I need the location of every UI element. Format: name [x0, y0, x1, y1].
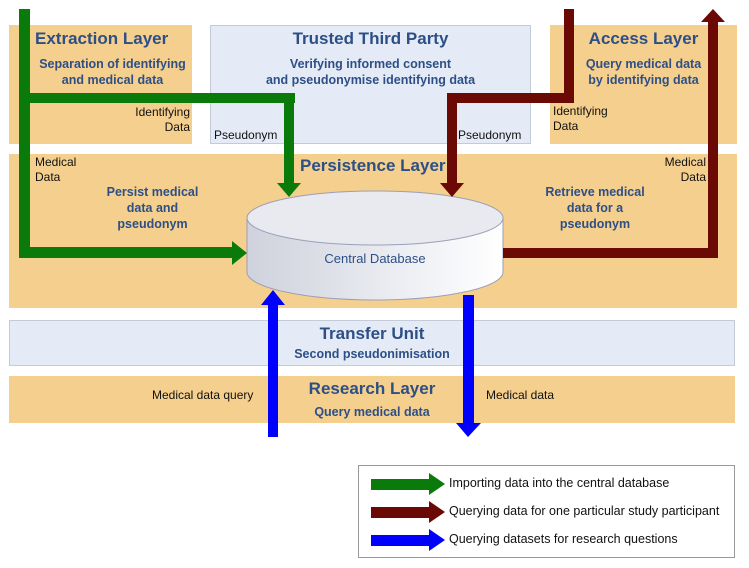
green-arrow-icon	[371, 473, 445, 495]
transfer-desc: Second pseudonimisation	[294, 347, 450, 361]
access-desc-line: Query medical data	[585, 57, 702, 71]
transfer-unit	[9, 320, 735, 366]
label-line: Identifying	[135, 105, 190, 119]
pseudonym-label-left: Pseudonym	[214, 128, 278, 142]
label-line: Medical	[664, 155, 706, 169]
medical-data-query-label: Medical data query	[152, 388, 254, 402]
access-layer	[550, 25, 737, 144]
ttp-desc-line: Verifying informed consent	[289, 57, 452, 71]
desc-line: data and	[126, 201, 179, 215]
label-line: Data	[35, 170, 61, 184]
ttp-desc-line: and pseudonymise identifying data	[265, 73, 476, 87]
legend: Importing data into the central database…	[358, 465, 735, 558]
persistence-title: Persistence Layer	[300, 156, 446, 175]
central-database-icon	[246, 190, 504, 301]
research-title: Research Layer	[308, 379, 436, 398]
label-line: Data	[164, 120, 190, 134]
extraction-layer	[9, 25, 192, 144]
transfer-title: Transfer Unit	[319, 324, 425, 343]
maroon-query-arrow	[440, 9, 725, 258]
desc-line: Retrieve medical	[545, 185, 645, 199]
research-desc: Query medical data	[314, 405, 430, 419]
persist-desc: Persist medical data and pseudonym	[95, 184, 210, 232]
maroon-arrow-icon	[371, 501, 445, 523]
central-database-label: Central Database	[324, 251, 426, 266]
medical-data-result-label: Medical data	[486, 388, 555, 402]
blue-research-arrows	[261, 290, 481, 437]
ttp-desc: Verifying informed consent and pseudonymi…	[210, 56, 531, 88]
label-line: Data	[680, 170, 706, 184]
blue-arrow-icon	[371, 529, 445, 551]
trusted-third-party	[210, 25, 531, 144]
research-layer	[9, 376, 735, 423]
legend-label: Querying data for one particular study p…	[449, 504, 720, 518]
extraction-desc-line: and medical data	[61, 73, 164, 87]
green-import-arrow	[19, 9, 301, 265]
access-title: Access Layer	[588, 29, 699, 48]
label-line: Medical	[35, 155, 77, 169]
extraction-desc: Separation of identifying and medical dat…	[30, 56, 195, 88]
extraction-title: Extraction Layer	[35, 29, 169, 48]
legend-label: Importing data into the central database	[449, 476, 670, 490]
desc-line: Persist medical	[106, 185, 199, 199]
access-desc: Query medical data by identifying data	[550, 56, 737, 88]
label-line: Identifying	[553, 104, 608, 118]
retrieve-desc: Retrieve medical data for a pseudonym	[535, 184, 655, 232]
legend-label: Querying datasets for research questions	[449, 532, 678, 546]
pseudonym-label-right: Pseudonym	[458, 128, 522, 142]
desc-line: pseudonym	[559, 217, 631, 231]
label-line: Data	[553, 119, 579, 133]
desc-line: pseudonym	[117, 217, 188, 231]
ttp-title: Trusted Third Party	[292, 29, 449, 48]
access-desc-line: by identifying data	[588, 73, 699, 87]
desc-line: data for a	[566, 201, 624, 215]
extraction-desc-line: Separation of identifying	[39, 57, 186, 71]
